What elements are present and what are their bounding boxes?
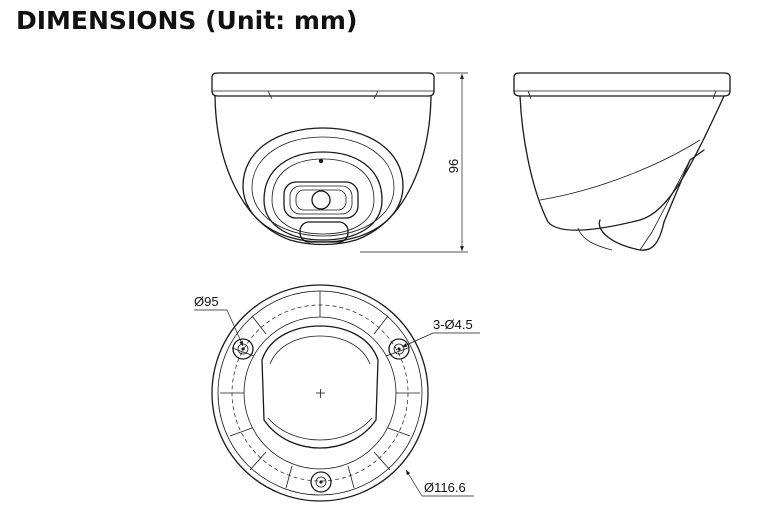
- outer-diameter-label: Ø116.6: [424, 480, 466, 495]
- height-dimension-label: 96: [446, 159, 461, 173]
- mount-hole-bottom: [310, 471, 332, 493]
- side-view: [513, 72, 731, 251]
- holes-label: 3-Ø4.5: [433, 317, 473, 332]
- mount-hole-left: [232, 338, 254, 360]
- inner-diameter-label: Ø95: [194, 294, 219, 309]
- bottom-view: Ø95 3-Ø4.5 Ø116.6: [194, 284, 480, 502]
- mount-hole-right: [388, 338, 410, 360]
- page-title: DIMENSIONS (Unit: mm): [16, 6, 358, 35]
- front-view: 96: [211, 72, 468, 253]
